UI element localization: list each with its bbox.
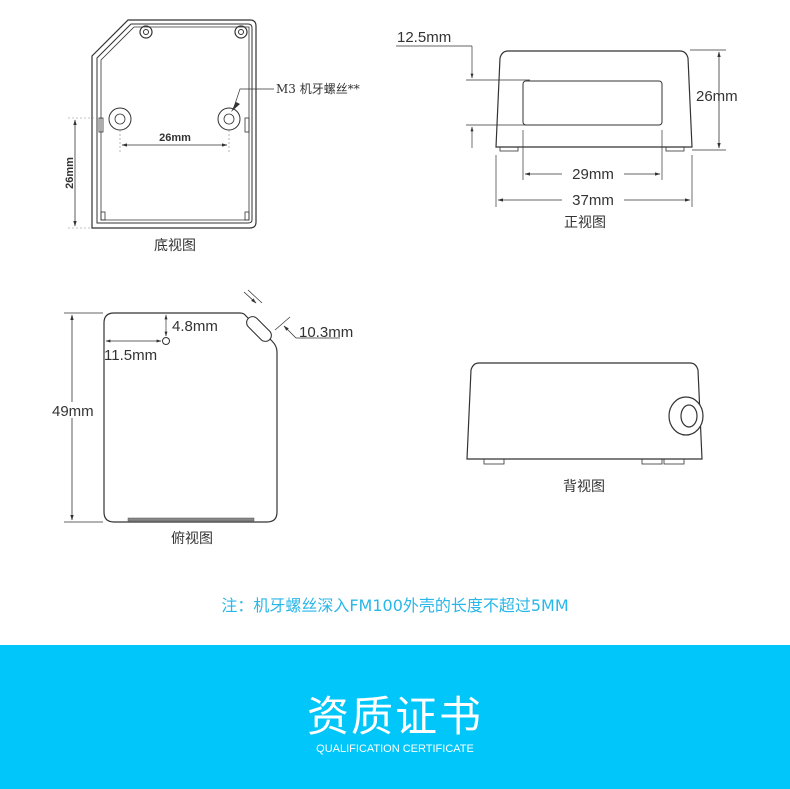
front-dim-height: 26mm — [696, 88, 738, 105]
front-dim-top-offset: 12.5mm — [397, 29, 451, 46]
dimension-drawings: 26mm 26mm M3 机牙螺丝** 底视图 12.5mm 26mm 29mm — [52, 19, 738, 547]
top-dim-slot: 10.3mm — [299, 324, 353, 341]
bottom-view: 26mm 26mm M3 机牙螺丝** 底视图 — [64, 19, 360, 254]
front-dim-window-width: 29mm — [572, 166, 614, 183]
top-dim-hole-left: 11.5mm — [104, 347, 157, 364]
back-view-caption: 背视图 — [563, 479, 605, 495]
screw-hole-icon — [139, 25, 153, 39]
mount-hole-icon — [217, 107, 241, 131]
back-view: 背视图 — [466, 362, 704, 495]
banner-subtitle: QUALIFICATION CERTIFICATE — [316, 743, 474, 755]
top-view-caption: 俯视图 — [171, 531, 213, 547]
connector-port-icon — [668, 396, 704, 436]
front-view: 12.5mm 26mm 29mm 37mm 正视图 — [396, 29, 738, 231]
screw-hole-icon — [234, 25, 248, 39]
qualification-banner: 资质证书 QUALIFICATION CERTIFICATE — [0, 645, 790, 789]
bottom-view-caption: 底视图 — [154, 238, 196, 254]
bottom-dim-horizontal: 26mm — [159, 132, 191, 144]
top-dim-height: 49mm — [52, 403, 94, 420]
mount-hole-icon — [108, 107, 132, 131]
screw-callout: M3 机牙螺丝** — [276, 82, 360, 96]
front-dim-total-width: 37mm — [572, 192, 614, 209]
screw-depth-note: 注：机牙螺丝深入FM100外壳的长度不超过5MM — [221, 596, 569, 615]
banner-title: 资质证书 — [306, 692, 483, 741]
bottom-dim-vertical: 26mm — [64, 157, 76, 189]
top-view: 4.8mm 11.5mm 10.3mm 49mm 俯视图 — [52, 289, 353, 547]
front-view-caption: 正视图 — [564, 215, 606, 231]
top-dim-hole-top: 4.8mm — [172, 318, 218, 335]
